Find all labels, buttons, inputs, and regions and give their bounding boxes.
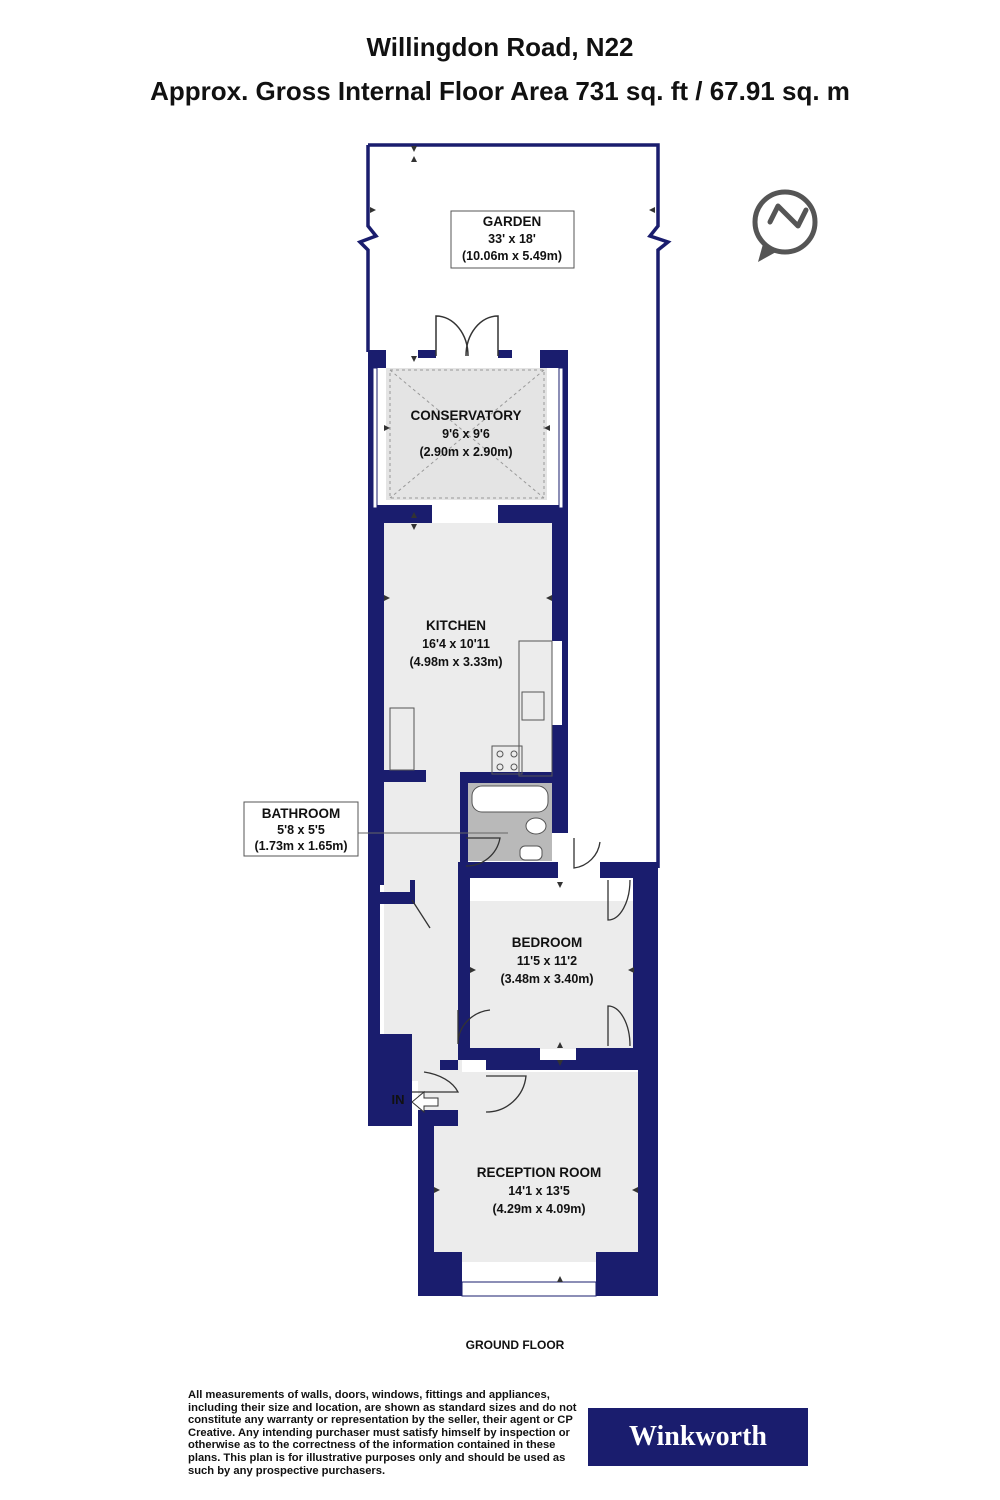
reception-imperial: 14'1 x 13'5 bbox=[508, 1184, 570, 1198]
bedroom-name: BEDROOM bbox=[512, 935, 583, 950]
conservatory-metric: (2.90m x 2.90m) bbox=[419, 445, 512, 459]
kitchen-name: KITCHEN bbox=[426, 618, 486, 633]
kitchen-imperial: 16'4 x 10'11 bbox=[422, 637, 490, 651]
brand-logo: Winkworth bbox=[588, 1408, 808, 1466]
conservatory-roof-lines bbox=[389, 369, 545, 499]
bathroom-fittings bbox=[471, 785, 549, 861]
walls bbox=[368, 350, 658, 1296]
entrance-label: IN bbox=[392, 1092, 405, 1107]
conservatory-name: CONSERVATORY bbox=[410, 408, 521, 423]
reception-metric: (4.29m x 4.09m) bbox=[492, 1202, 585, 1216]
garden-name: GARDEN bbox=[483, 214, 542, 229]
bathroom-name: BATHROOM bbox=[262, 806, 341, 821]
dimension-markers bbox=[370, 146, 655, 1282]
north-compass-icon bbox=[752, 189, 818, 262]
disclaimer-text: All measurements of walls, doors, window… bbox=[188, 1389, 577, 1477]
bathroom-label-box bbox=[243, 801, 359, 857]
kitchen-units bbox=[389, 640, 553, 777]
garden-doors bbox=[435, 315, 499, 357]
garden-label-box bbox=[450, 210, 575, 269]
floor-area-title: Approx. Gross Internal Floor Area 731 sq… bbox=[150, 76, 850, 106]
doors bbox=[411, 837, 631, 1113]
windows bbox=[372, 367, 597, 1297]
garden-metric: (10.06m x 5.49m) bbox=[462, 249, 562, 263]
kitchen-metric: (4.98m x 3.33m) bbox=[409, 655, 502, 669]
reception-name: RECEPTION ROOM bbox=[477, 1165, 602, 1180]
bedroom-imperial: 11'5 x 11'2 bbox=[517, 954, 577, 968]
garden-imperial: 33' x 18' bbox=[488, 232, 536, 246]
conservatory-imperial: 9'6 x 9'6 bbox=[442, 427, 490, 441]
garden-area bbox=[356, 143, 672, 868]
entrance-arrow-icon bbox=[411, 1090, 439, 1114]
bathroom-imperial: 5'8 x 5'5 bbox=[277, 823, 325, 837]
floor-label: GROUND FLOOR bbox=[465, 1338, 565, 1352]
bathroom-metric: (1.73m x 1.65m) bbox=[254, 839, 347, 853]
room-labels: GARDEN 33' x 18' (10.06m x 5.49m) CONSER… bbox=[254, 214, 601, 1216]
bedroom-metric: (3.48m x 3.40m) bbox=[500, 972, 593, 986]
plan-address-title: Willingdon Road, N22 bbox=[366, 32, 634, 62]
